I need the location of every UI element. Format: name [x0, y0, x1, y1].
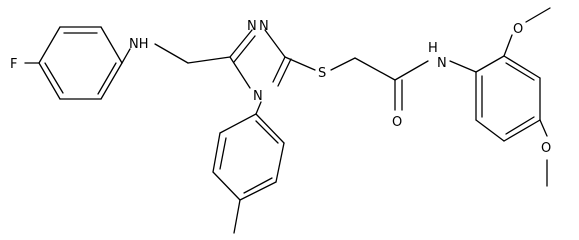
methoxy-o-label: O	[541, 141, 551, 156]
s-ch2-bond	[330, 57, 356, 71]
methoxy-o-label: O	[513, 22, 523, 37]
bond	[505, 62, 535, 81]
amide-n-label: N	[437, 56, 447, 71]
sulfur-label: S	[318, 66, 326, 81]
bond	[219, 113, 257, 134]
bond	[38, 62, 61, 100]
bond	[100, 26, 123, 64]
dimethoxyphenyl-ring	[475, 55, 541, 142]
ch2-co-bond	[354, 57, 396, 81]
bond	[255, 113, 285, 144]
fluorophenyl-ring	[38, 26, 123, 100]
triazole-n-label: N	[247, 19, 257, 34]
co-n-bond	[394, 60, 429, 81]
n4-aryl-bond	[255, 101, 262, 115]
bond	[38, 26, 61, 64]
c-n-bond	[121, 48, 131, 64]
fluorine-label: F	[10, 57, 17, 72]
bond	[229, 29, 253, 58]
triazole-n4-label: N	[253, 89, 263, 104]
bond	[219, 137, 227, 170]
triazole-ring	[229, 29, 292, 89]
bond	[239, 181, 277, 201]
triazole-n-label: N	[259, 19, 269, 34]
carbonyl-o-label: O	[392, 115, 402, 130]
bond	[233, 35, 256, 63]
c3-s-bond	[284, 56, 316, 71]
bond	[272, 56, 286, 83]
bond	[503, 55, 541, 79]
methyl-bond	[233, 199, 241, 234]
bond	[503, 119, 541, 142]
bond	[277, 58, 292, 87]
bond	[243, 177, 273, 194]
bond	[97, 62, 117, 95]
c-o-bond-right	[539, 119, 548, 137]
n-ch2-bond	[154, 43, 189, 64]
n-aryl-bond	[449, 60, 477, 73]
bond	[275, 142, 285, 183]
bond	[44, 62, 64, 94]
bond	[100, 62, 123, 100]
bond	[212, 171, 241, 201]
tolyl-ring	[212, 113, 285, 201]
ch2-c5-bond	[187, 56, 231, 64]
bond	[212, 132, 221, 173]
bond	[255, 120, 279, 144]
bond	[505, 116, 535, 135]
bond	[229, 56, 251, 89]
c-o-bond-top	[503, 34, 513, 57]
bond	[475, 55, 505, 73]
amine-nh-label: NH	[129, 37, 149, 52]
bond	[475, 119, 505, 142]
bond	[264, 29, 286, 58]
amide-h-label: H	[428, 41, 438, 56]
o-ch3-bond-top	[525, 7, 551, 23]
